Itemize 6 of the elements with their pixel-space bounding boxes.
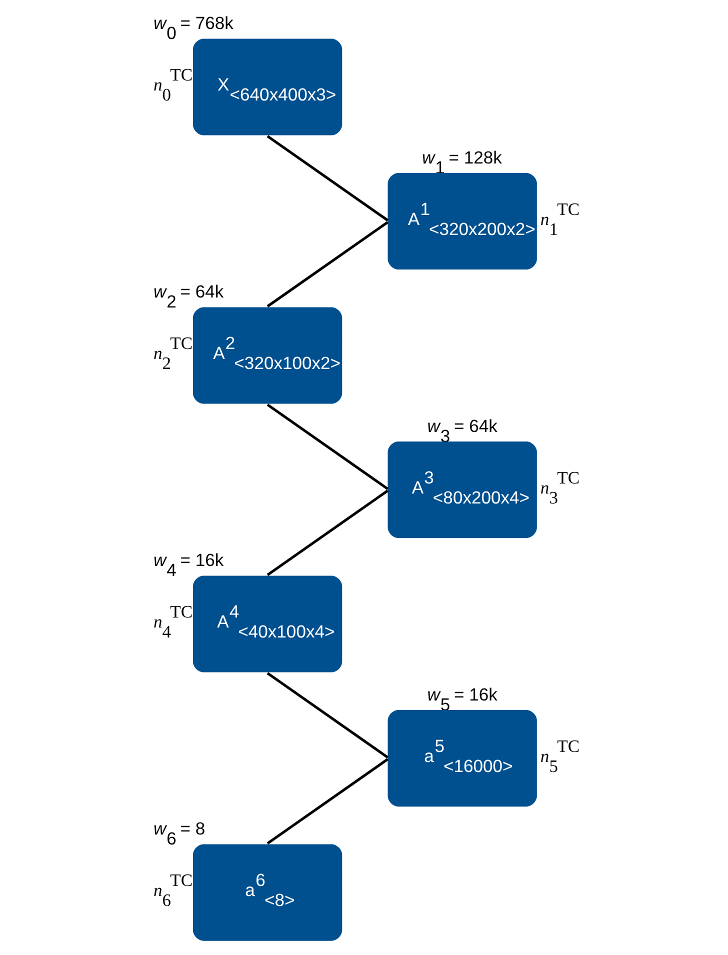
connector [266,490,388,576]
connector [266,221,388,308]
connector [266,758,388,844]
connector [266,672,388,758]
connector [266,135,388,222]
connector [266,404,388,490]
